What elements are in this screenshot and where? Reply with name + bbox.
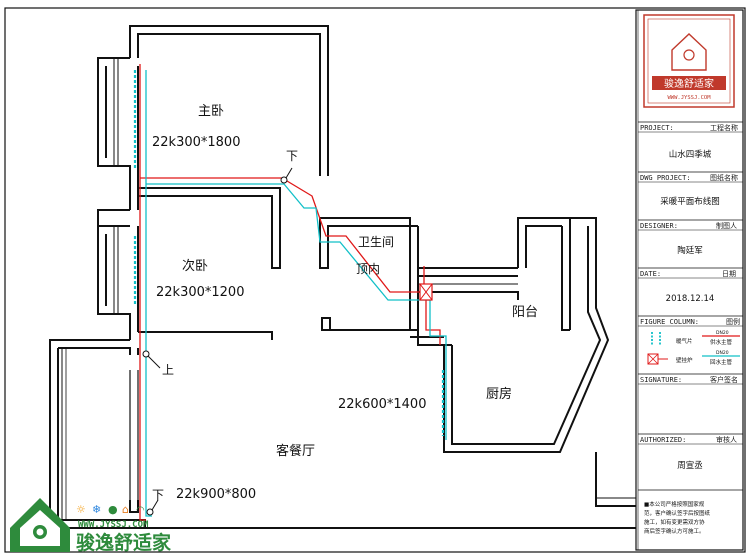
dwg-cn-label: 图纸名称 bbox=[710, 173, 738, 182]
kitchen-room-label: 厨房 bbox=[486, 386, 512, 402]
living-room-label: 客餐厅 bbox=[276, 443, 315, 459]
figure-label: FIGURE COLUMN: bbox=[640, 318, 699, 326]
watermark-url: WWW.JYSSJ.COM bbox=[78, 520, 149, 530]
sun-icon: ☼ bbox=[76, 503, 86, 516]
signature-label: SIGNATURE: bbox=[640, 376, 682, 384]
dwg-label: DWG PROJECT: bbox=[640, 174, 691, 182]
riser-up-label: 上 bbox=[162, 363, 174, 377]
date-label: DATE: bbox=[640, 270, 661, 278]
riser-markers bbox=[142, 167, 293, 516]
drawing-frame bbox=[4, 7, 746, 553]
seal-name: 骏逸舒适家 bbox=[664, 77, 714, 90]
return-branch bbox=[146, 183, 447, 440]
seal-url: WWW.JYSSJ.COM bbox=[667, 95, 711, 101]
house-icon: ⌂ bbox=[122, 503, 129, 516]
legend-radiator: 暖气片 bbox=[676, 337, 693, 345]
project-cn-label: 工程名称 bbox=[710, 123, 738, 132]
riser-down-icon bbox=[280, 176, 288, 184]
master-radiator-label: 22k300*1800 bbox=[152, 135, 240, 150]
project-value: 山水四季城 bbox=[669, 149, 712, 160]
company-watermark-logo: ☼ ❄ ● ⌂ ◠ WWW.JYSSJ.COM 骏逸舒适家 bbox=[10, 498, 172, 554]
legend-return: 回水主管 bbox=[710, 358, 733, 366]
balcony-room-label: 阳台 bbox=[512, 305, 538, 320]
authorized-cn-label: 审核人 bbox=[716, 435, 737, 444]
riser-up-icon bbox=[142, 350, 150, 358]
company-seal-logo: 骏逸舒适家 WWW.JYSSJ.COM bbox=[643, 14, 735, 108]
legend-supply: 供水主管 bbox=[710, 338, 733, 346]
legend-manifold: 壁挂炉 bbox=[676, 356, 693, 364]
legend-return-code: DN20 bbox=[716, 350, 729, 356]
authorized-value: 周宣丞 bbox=[677, 460, 703, 471]
second-room-label: 次卧 bbox=[182, 258, 208, 274]
supply-main-pipe bbox=[139, 64, 146, 521]
designer-label: DESIGNER: bbox=[640, 222, 678, 230]
designer-cn-label: 制图人 bbox=[716, 221, 737, 230]
return-pipes bbox=[145, 70, 447, 517]
wifi-icon: ◠ bbox=[136, 505, 145, 516]
designer-value: 陶廷军 bbox=[677, 245, 703, 256]
figure-cn-label: 图例 bbox=[726, 317, 740, 326]
bath-ceiling-label: 顶内 bbox=[356, 262, 380, 276]
manifold-icon bbox=[419, 266, 433, 301]
return-main-pipe bbox=[145, 70, 152, 517]
signature-cn-label: 客户签名 bbox=[710, 375, 738, 384]
radiators bbox=[133, 70, 445, 436]
walls bbox=[49, 25, 707, 529]
second-radiator-label: 22k300*1200 bbox=[156, 285, 244, 300]
legend: 暖气片 DN20 供水主管 壁挂炉 DN20 回水主管 bbox=[647, 330, 740, 366]
riser-down-label: 下 bbox=[286, 149, 298, 163]
supply-pipes bbox=[139, 64, 441, 521]
master-room-label: 主卧 bbox=[198, 104, 224, 119]
dwg-value: 采暖平面布线图 bbox=[660, 196, 720, 207]
date-value: 2018.12.14 bbox=[666, 294, 715, 304]
title-block: 骏逸舒适家 WWW.JYSSJ.COM PROJECT: 工程名称 山水四季城 … bbox=[635, 9, 744, 551]
project-label: PROJECT: bbox=[640, 124, 674, 132]
note-line-1: ■本公司严格按照国家规 bbox=[644, 500, 705, 508]
living-radiator-upper-label: 22k600*1400 bbox=[338, 397, 426, 412]
riser-down2-label: 下 bbox=[152, 488, 164, 502]
watermark-name: 骏逸舒适家 bbox=[76, 531, 172, 554]
authorized-label: AUTHORIZED: bbox=[640, 436, 686, 444]
supply-branch-master bbox=[140, 177, 441, 345]
bath-room-label: 卫生间 bbox=[358, 235, 394, 249]
note-line-3: 施工，如有变更需双方协 bbox=[644, 518, 705, 526]
note-line-4: 商后签字确认方可施工。 bbox=[644, 527, 705, 535]
snowflake-icon: ❄ bbox=[92, 503, 101, 516]
riser-down2-icon bbox=[146, 508, 154, 516]
date-cn-label: 日期 bbox=[722, 270, 736, 278]
note-line-2: 范，客户确认签字后按图纸 bbox=[644, 509, 711, 517]
droplet-icon: ● bbox=[108, 503, 118, 516]
legend-supply-code: DN20 bbox=[716, 330, 729, 336]
living-radiator-lower-label: 22k900*800 bbox=[176, 487, 256, 502]
